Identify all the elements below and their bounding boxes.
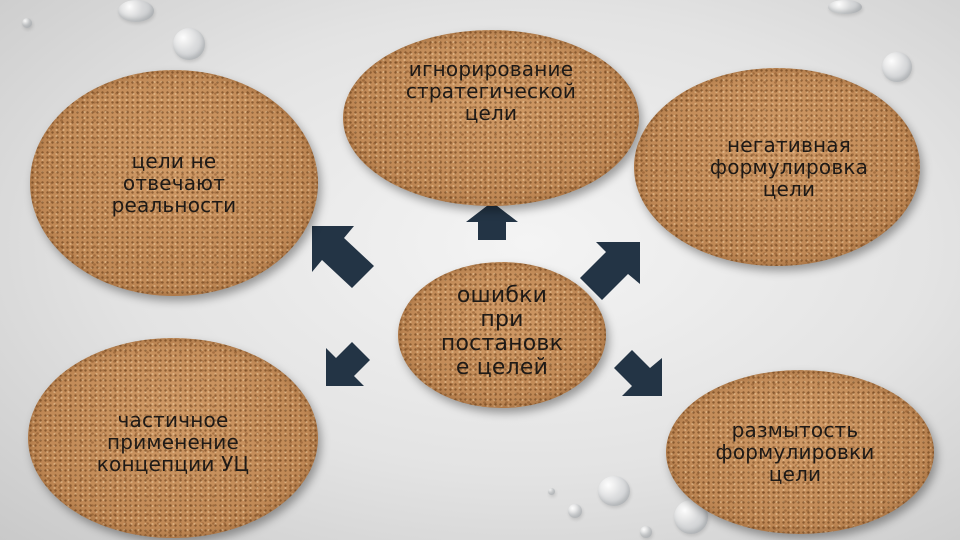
arrow-upper-left-icon [312, 226, 374, 288]
node-upper-right-label: негативная формулировка цели [710, 134, 868, 200]
arrow-lower-right-icon [614, 350, 662, 396]
arrow-up-icon [466, 202, 518, 240]
node-center: ошибки при постановк е целей [398, 262, 606, 408]
node-top: игнорирование стратегической цели [343, 30, 639, 206]
arrow-upper-right-icon [580, 242, 640, 300]
node-center-label: ошибки при постановк е целей [441, 284, 563, 380]
node-lower-right: размытость формулировки цели [666, 370, 934, 534]
arrow-lower-left-icon [326, 342, 370, 386]
node-upper-right: негативная формулировка цели [634, 68, 920, 266]
node-lower-right-label: размытость формулировки цели [716, 419, 875, 485]
node-upper-left-label: цели не отвечают реальности [112, 150, 237, 216]
node-upper-left: цели не отвечают реальности [30, 70, 318, 296]
node-lower-left: частичное применение концепции УЦ [28, 338, 318, 538]
node-top-label: игнорирование стратегической цели [406, 58, 576, 124]
node-lower-left-label: частичное применение концепции УЦ [97, 409, 249, 475]
